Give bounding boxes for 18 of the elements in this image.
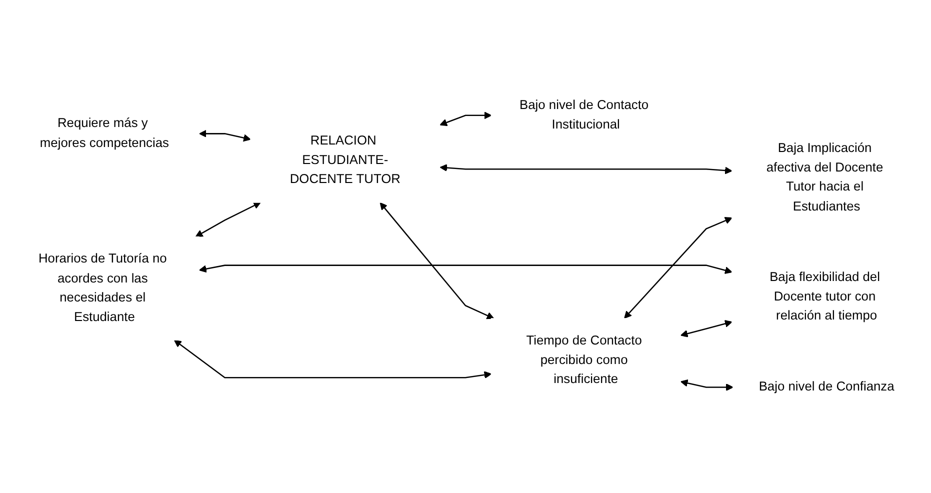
- node-text: Baja flexibilidad del Docente tutor con relación al tiempo: [770, 270, 880, 324]
- node-text: Bajo nivel de Contacto Institucional: [520, 98, 649, 132]
- node-text: Tiempo de Contacto percibido como insuficiente: [526, 333, 642, 386]
- arrow: [199, 264, 732, 274]
- arrow: [195, 202, 261, 237]
- node-text: RELACION ESTUDIANTE-DOCENTE TUTOR: [290, 133, 400, 187]
- node-text: Horarios de Tutoría no acordes con las necesidades el Estudiante: [38, 251, 167, 324]
- arrow: [199, 130, 251, 142]
- arrow: [680, 379, 734, 392]
- node-text: Bajo nivel de Confianza: [758, 379, 894, 394]
- arrow: [624, 217, 732, 319]
- arrow: [440, 112, 492, 126]
- arrow: [380, 202, 494, 320]
- node-text: Baja Implicación afectiva del Docente Tutor hacia el Estudiantes: [766, 140, 884, 214]
- arrow: [440, 164, 732, 174]
- arrow: [174, 340, 492, 379]
- arrow: [680, 320, 732, 338]
- node-text: Requiere más y mejores competencias: [40, 116, 169, 150]
